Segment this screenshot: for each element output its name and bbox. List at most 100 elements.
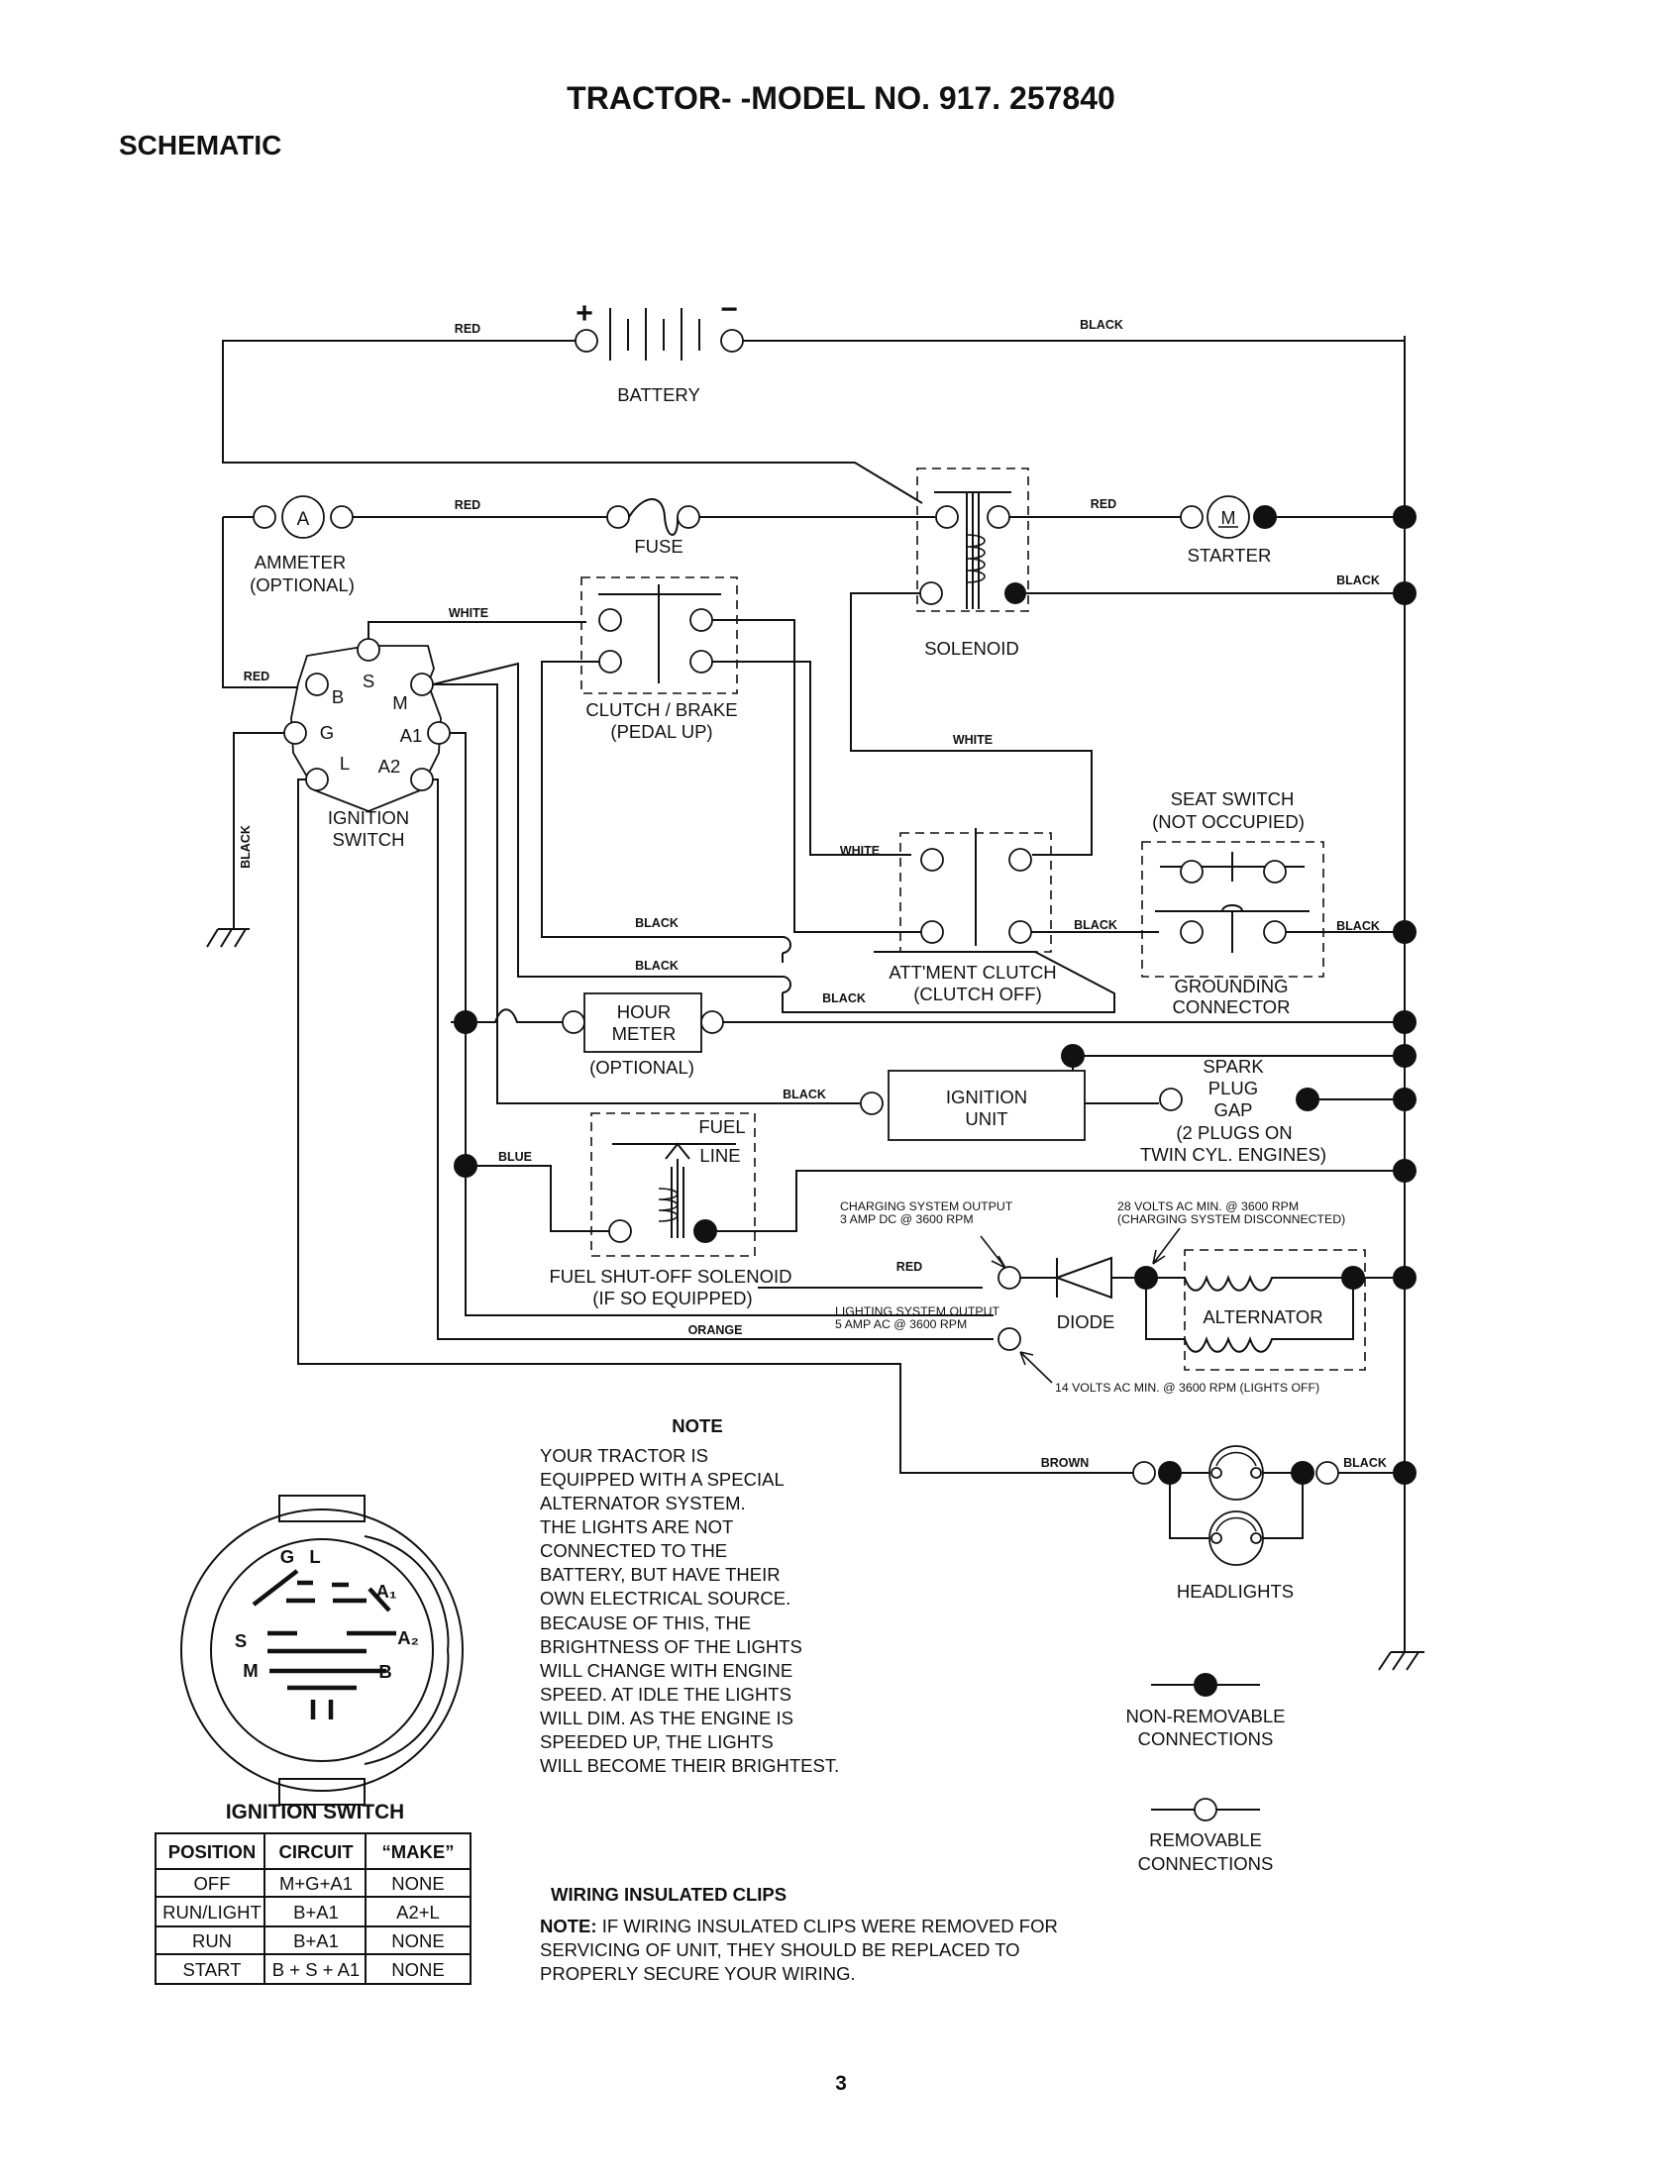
spark-label-1: SPARK <box>1203 1056 1264 1077</box>
switch-m-black-wire-ignition-unit <box>433 683 860 1104</box>
charging-output-terminal <box>998 1266 1021 1290</box>
table-header-circuit: CIRCUIT <box>278 1841 354 1862</box>
seat-switch: SEAT SWITCH (NOT OCCUPIED) GROUNDING CON… <box>1141 788 1324 1017</box>
note-line: BRIGHTNESS OF THE LIGHTS <box>540 1636 802 1657</box>
volts14-label: 14 VOLTS AC MIN. @ 3600 RPM (LIGHTS OFF) <box>1055 1381 1319 1395</box>
grounding-connector-label-2: CONNECTOR <box>1173 996 1291 1017</box>
switch-letter-l: L <box>309 1546 320 1567</box>
ground-symbol-right <box>1378 1651 1424 1671</box>
removable-symbol <box>1194 1798 1217 1821</box>
volts14-pointer <box>1019 1351 1053 1384</box>
table-cell: B+A1 <box>293 1902 339 1923</box>
note-line: ALTERNATOR SYSTEM. <box>540 1493 746 1513</box>
wire-label-black-headlights: BLACK <box>1343 1456 1387 1470</box>
ground-junction-fuel <box>1393 1159 1417 1183</box>
table-cell: B + S + A1 <box>272 1959 360 1980</box>
fuel-solenoid-ground-wire <box>717 1170 1405 1232</box>
wire-label-black-clutch-2: BLACK <box>635 959 679 973</box>
wire-label-red-switch: RED <box>244 670 269 683</box>
legend-removable-2: CONNECTIONS <box>1138 1853 1274 1874</box>
ignition-unit-label-1: IGNITION <box>946 1087 1027 1107</box>
switch-bottom-tab <box>278 1778 366 1806</box>
charging-pointer <box>980 1235 1008 1270</box>
clutch-brake-black-wire <box>541 661 783 938</box>
fuel-solenoid-label-2: (IF SO EQUIPPED) <box>592 1288 752 1308</box>
ground-junction-headlights <box>1393 1461 1417 1485</box>
ignition-switch-table: POSITION CIRCUIT “MAKE” OFF M+G+A1 NONE … <box>155 1832 472 1985</box>
alternator-winding-bottom <box>1145 1278 1354 1353</box>
clips-note-line-2: SERVICING OF UNIT, THEY SHOULD BE REPLAC… <box>540 1939 1020 1960</box>
grounding-connector-label-1: GROUNDING <box>1174 976 1288 996</box>
wire-label-red-ammeter: RED <box>455 498 480 512</box>
note-line: OWN ELECTRICAL SOURCE. <box>540 1588 790 1609</box>
legend-nonremovable-2: CONNECTIONS <box>1138 1728 1274 1749</box>
note-line: WILL BECOME THEIR BRIGHTEST. <box>540 1755 839 1776</box>
ammeter-red-wire-to-switch <box>222 517 306 688</box>
attment-clutch-black-to-ground <box>782 953 1035 1013</box>
wire-label-white-switch: WHITE <box>449 606 488 620</box>
section-title: SCHEMATIC <box>119 130 281 160</box>
spark-plug-terminal <box>1159 1088 1183 1111</box>
switch-letter-s: S <box>235 1630 247 1651</box>
note-line: EQUIPPED WITH A SPECIAL <box>540 1469 785 1490</box>
ground-junction-alternator <box>1393 1266 1417 1290</box>
hour-meter-label-1: HOUR <box>617 1001 671 1022</box>
note-line: THE LIGHTS ARE NOT <box>540 1516 733 1537</box>
ignition-unit: IGNITION UNIT <box>860 1070 1086 1141</box>
spark-plug-labels: SPARK PLUG GAP (2 PLUGS ON TWIN CYL. ENG… <box>1140 1056 1326 1165</box>
ground-junction-spark <box>1393 1088 1417 1111</box>
solenoid-label: SOLENOID <box>924 638 1019 659</box>
switch-letter-b: B <box>378 1661 391 1682</box>
spark-label-5: TWIN CYL. ENGINES) <box>1140 1144 1326 1165</box>
switch-g-black-wire <box>233 732 284 929</box>
term-m: M <box>392 692 407 713</box>
table-cell: B+A1 <box>293 1930 339 1951</box>
note-line: BATTERY, BUT HAVE THEIR <box>540 1564 781 1585</box>
alternator: ALTERNATOR <box>1184 1249 1366 1371</box>
ignition-switch-diagram: G L A₁ S A₂ M B IGNITION SWITCH <box>180 1495 464 1823</box>
page-number: 3 <box>835 2072 847 2095</box>
hour-meter-label-2: METER <box>612 1023 677 1044</box>
charging-label-1: CHARGING SYSTEM OUTPUT <box>840 1199 1013 1213</box>
battery-negative-terminal <box>720 329 744 353</box>
ground-junction-hour-meter <box>1393 1010 1417 1034</box>
table-cell: A2+L <box>396 1902 440 1923</box>
fuse: FUSE <box>606 498 700 557</box>
ignition-diagram-title: IGNITION SWITCH <box>226 1801 404 1823</box>
diode: DIODE <box>1054 1256 1114 1332</box>
ground-junction-starter <box>1393 505 1417 529</box>
charging-label-2: 3 AMP DC @ 3600 RPM <box>840 1212 974 1226</box>
wire-label-red-charging: RED <box>896 1260 922 1274</box>
wire-label-brown: BROWN <box>1041 1456 1090 1470</box>
headlights-label: HEADLIGHTS <box>1177 1581 1294 1602</box>
note-line: SPEEDED UP, THE LIGHTS <box>540 1731 774 1752</box>
note-line: BECAUSE OF THIS, THE <box>540 1612 751 1633</box>
wire-label-white-attment: WHITE <box>840 844 880 858</box>
wire-label-black-clutch-1: BLACK <box>635 916 679 930</box>
wire-label-black-switch-ground: BLACK <box>239 825 253 869</box>
table-cell: OFF <box>194 1873 231 1894</box>
clutch-brake-lower-wire <box>712 661 911 856</box>
blue-wire-to-fuel-solenoid <box>466 1165 609 1232</box>
switch-s-white-wire <box>368 621 586 639</box>
volts28-label-1: 28 VOLTS AC MIN. @ 3600 RPM <box>1117 1199 1299 1213</box>
switch-letter-a1: A₁ <box>375 1581 396 1602</box>
battery-label: BATTERY <box>617 384 700 405</box>
note-line: CONNECTED TO THE <box>540 1540 727 1561</box>
spark-label-4: (2 PLUGS ON <box>1176 1122 1292 1143</box>
note-title: NOTE <box>672 1415 722 1436</box>
wire-label-red-battery: RED <box>455 322 480 336</box>
battery-positive-terminal <box>575 329 598 353</box>
lighting-output-terminal <box>998 1327 1021 1351</box>
headlights: HEADLIGHTS <box>1132 1445 1339 1602</box>
battery-minus-sign: − <box>720 293 738 326</box>
fuel-line-label-2: LINE <box>699 1145 740 1166</box>
ground-symbol-left <box>206 928 250 948</box>
wire-label-orange: ORANGE <box>688 1323 743 1337</box>
wire-label-black-ground-seat: BLACK <box>1336 919 1380 933</box>
switch-contact-bars <box>252 1569 396 1719</box>
wire-label-black-attment: BLACK <box>822 991 866 1005</box>
wire-label-white-solenoid: WHITE <box>953 733 993 747</box>
term-s: S <box>363 671 374 691</box>
